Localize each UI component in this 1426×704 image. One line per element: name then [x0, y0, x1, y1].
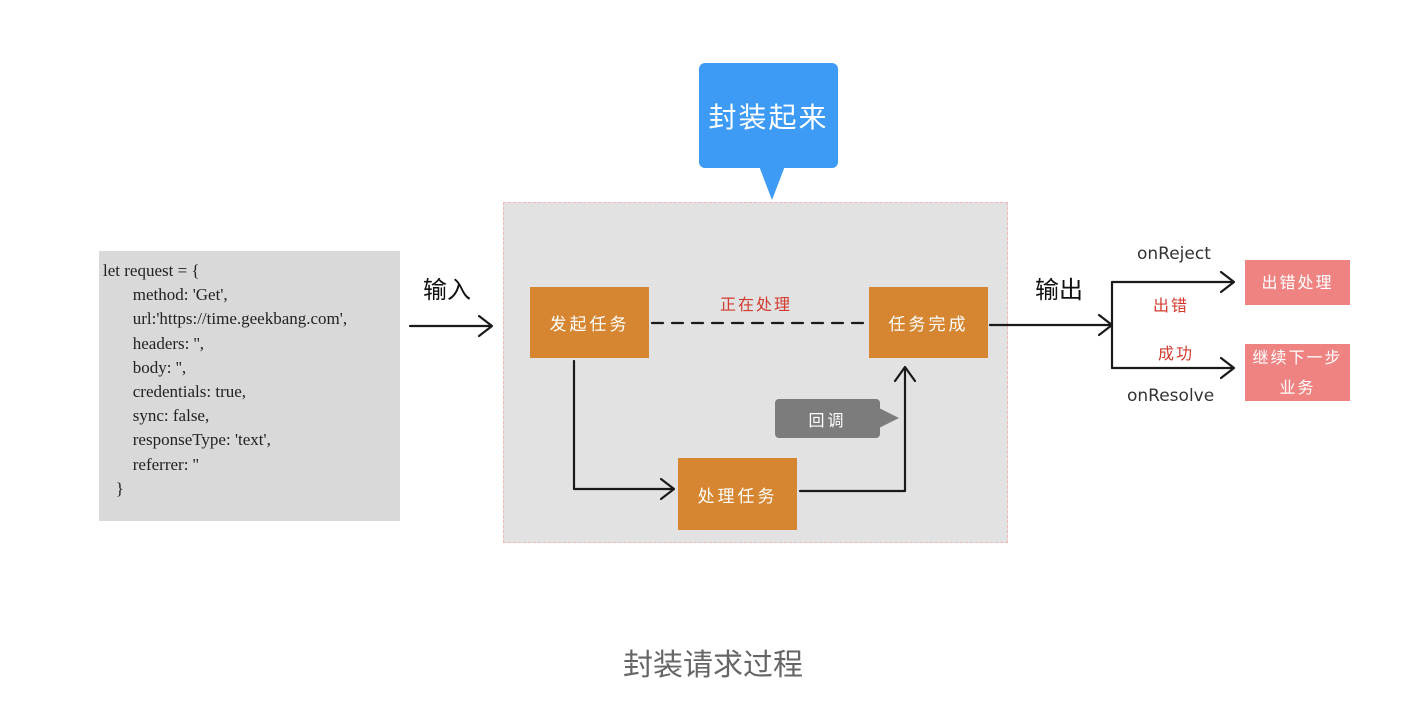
code-line: headers: '', — [103, 333, 205, 353]
success-label: 成功 — [1158, 344, 1195, 363]
code-line: let request = { — [103, 261, 200, 280]
code-line: method: 'Get', — [103, 285, 228, 305]
task-complete-box: 任务完成 — [869, 287, 988, 358]
next-step-line: 业务 — [1279, 377, 1316, 397]
on-resolve-label: onResolve — [1127, 386, 1215, 406]
processing-label: 正在处理 — [720, 295, 793, 314]
code-line: url:'https://time.geekbang.com', — [103, 309, 348, 329]
process-to-complete-head — [893, 365, 917, 383]
request-code-block: let request = { method: 'Get', url:'http… — [99, 251, 400, 521]
error-handling-box: 出错处理 — [1245, 260, 1350, 305]
next-step-line: 继续下一步 — [1252, 347, 1343, 367]
resolve-branch-head — [1219, 356, 1236, 380]
input-arrow-head — [477, 314, 494, 338]
code-line: referrer: '' — [103, 454, 199, 474]
start-to-process-head — [659, 477, 676, 501]
callout-pointer — [759, 166, 785, 200]
code-line: sync: false, — [103, 406, 210, 426]
process-to-complete-line — [798, 368, 907, 493]
encapsulate-callout: 封装起来 — [699, 63, 838, 168]
on-reject-label: onReject — [1137, 244, 1211, 264]
code-line: responseType: 'text', — [103, 430, 271, 450]
figure-caption: 封装请求过程 — [623, 648, 803, 683]
process-task-box: 处理任务 — [678, 458, 797, 530]
start-to-process-line — [572, 359, 674, 491]
callback-bubble: 回调 — [775, 399, 880, 438]
next-step-box: 继续下一步 业务 — [1245, 344, 1350, 401]
output-label: 输出 — [1035, 276, 1083, 304]
start-task-box: 发起任务 — [530, 287, 649, 358]
code-line: body: '', — [103, 357, 187, 377]
error-label: 出错 — [1153, 296, 1190, 315]
input-label: 输入 — [423, 276, 471, 304]
callback-bubble-pointer — [879, 408, 899, 428]
reject-branch-head — [1219, 270, 1236, 294]
code-line: } — [103, 478, 124, 498]
code-line: credentials: true, — [103, 382, 247, 402]
